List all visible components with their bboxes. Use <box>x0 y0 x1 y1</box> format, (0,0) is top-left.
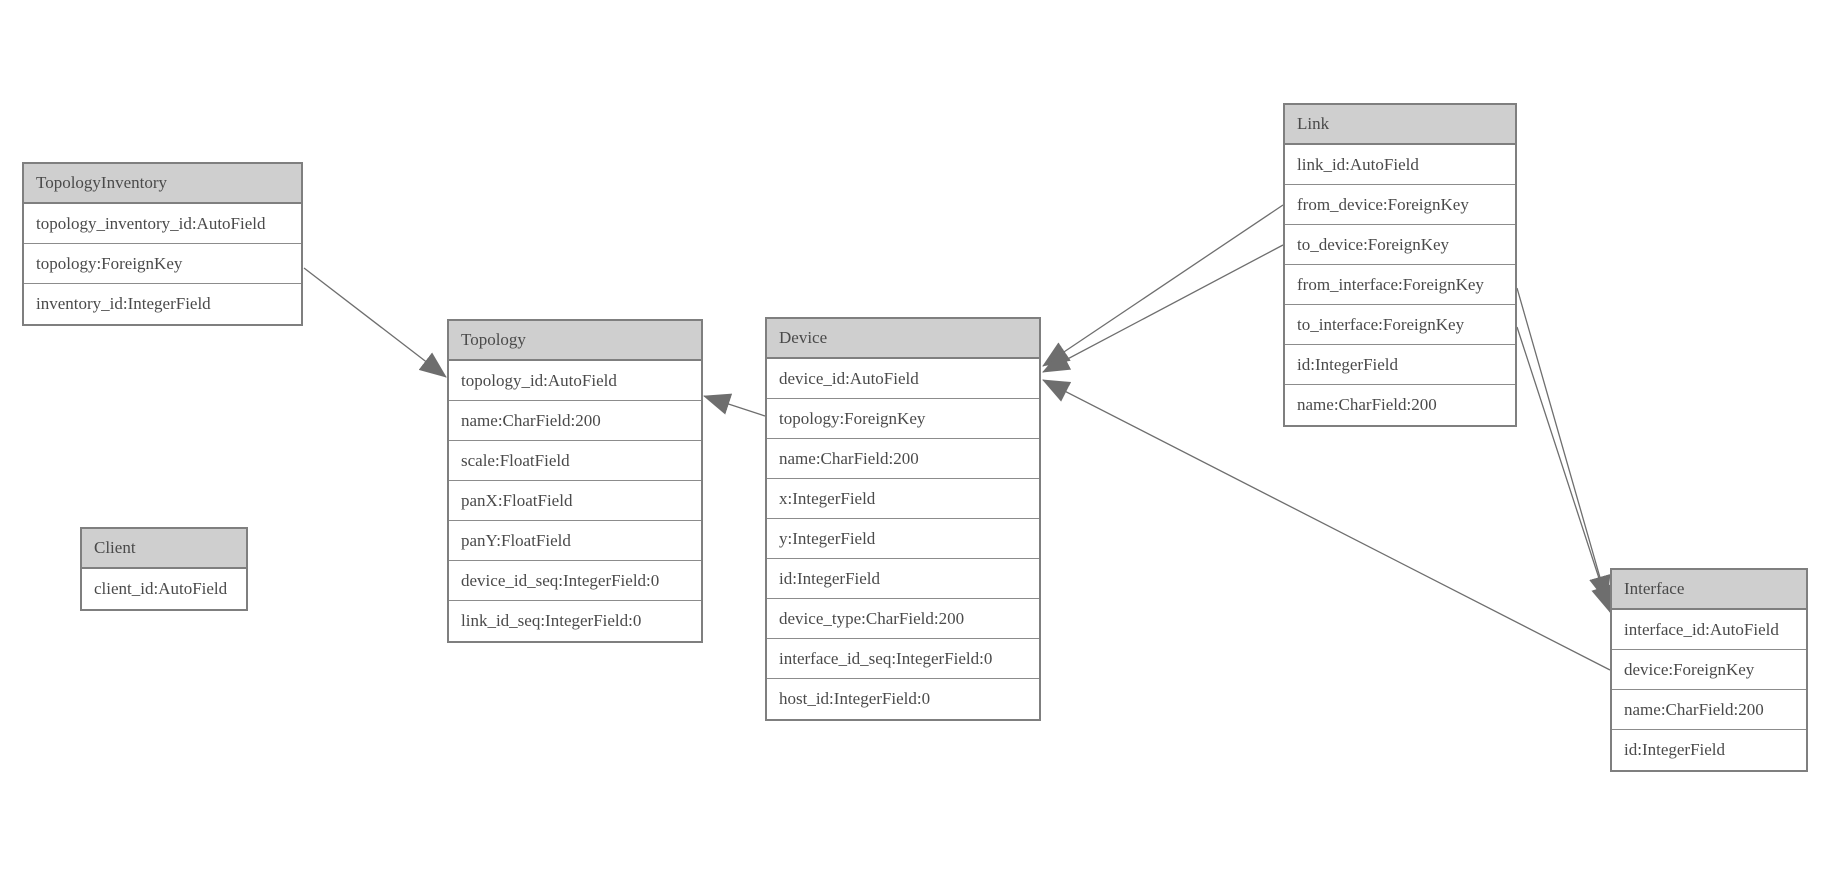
field-row-device: y:IntegerField <box>767 519 1039 559</box>
field-row-topology-inventory: topology:ForeignKey <box>24 244 301 284</box>
field-row-link: from_device:ForeignKey <box>1285 185 1515 225</box>
field-row-device: name:CharField:200 <box>767 439 1039 479</box>
field-row-device: topology:ForeignKey <box>767 399 1039 439</box>
field-row-interface: id:IntegerField <box>1624 740 1726 759</box>
field-row-link: to_interface:ForeignKey <box>1285 305 1515 345</box>
field-row-interface: name:CharField:200 <box>1612 690 1806 730</box>
table-title-link: Link <box>1285 105 1515 145</box>
relation-edge-interface-device-to-device <box>1042 379 1611 671</box>
field-row-device: device_id:AutoField <box>767 359 1039 399</box>
table-title-topology-inventory: TopologyInventory <box>24 164 301 204</box>
field-row-topology-inventory: topology_inventory_id:AutoField <box>24 204 301 244</box>
field-row-client: client_id:AutoField <box>94 579 228 598</box>
field-row-topology: panX:FloatField <box>449 481 701 521</box>
field-row-link: id:IntegerField <box>1285 345 1515 385</box>
table-title-client: Client <box>82 529 246 569</box>
field-row-interface: interface_id:AutoField <box>1612 610 1806 650</box>
relation-edge-link-from-device-to-device <box>1042 204 1284 367</box>
field-row-topology: panY:FloatField <box>449 521 701 561</box>
relation-edge-link-to-device-to-device <box>1042 244 1284 373</box>
field-row-topology: scale:FloatField <box>449 441 701 481</box>
table-title-topology: Topology <box>449 321 701 361</box>
field-row-link: from_interface:ForeignKey <box>1285 265 1515 305</box>
field-row-topology: device_id_seq:IntegerField:0 <box>449 561 701 601</box>
field-row-topology: link_id_seq:IntegerField:0 <box>461 611 642 630</box>
field-row-link: link_id:AutoField <box>1285 145 1515 185</box>
field-row-topology: name:CharField:200 <box>449 401 701 441</box>
field-row-device: id:IntegerField <box>767 559 1039 599</box>
field-row-topology: topology_id:AutoField <box>449 361 701 401</box>
table-title-interface: Interface <box>1612 570 1806 610</box>
relation-edge-link-to-interface-to-interface <box>1516 326 1613 613</box>
field-row-link: name:CharField:200 <box>1297 395 1437 414</box>
field-row-interface: device:ForeignKey <box>1612 650 1806 690</box>
field-row-device: device_type:CharField:200 <box>767 599 1039 639</box>
table-title-device: Device <box>767 319 1039 359</box>
field-row-link: to_device:ForeignKey <box>1285 225 1515 265</box>
relation-edge-link-from-interface-to-interface <box>1516 287 1611 603</box>
field-row-topology-inventory: inventory_id:IntegerField <box>36 294 211 313</box>
entity-table-client: Client client_id:AutoField <box>80 527 248 611</box>
field-row-device: interface_id_seq:IntegerField:0 <box>767 639 1039 679</box>
field-row-device: host_id:IntegerField:0 <box>779 689 931 708</box>
relation-edge-device-topology-to-topology <box>703 393 766 417</box>
field-row-device: x:IntegerField <box>767 479 1039 519</box>
relation-edge-topologyinventory-topology-to-topology <box>303 267 447 378</box>
